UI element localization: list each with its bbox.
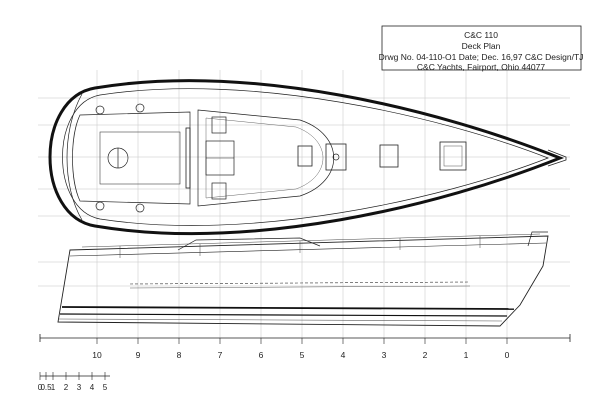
station-label: 9: [136, 350, 141, 360]
station-label: 0: [505, 350, 510, 360]
station-label: 1: [464, 350, 469, 360]
scale-label: 4: [90, 383, 95, 392]
cabin-house-inner: [205, 117, 324, 199]
scale-label: 2: [64, 383, 69, 392]
hatch-forward-small: [379, 144, 399, 168]
title-builder: C&C Yachts, Fairport, Ohio 44077: [417, 62, 545, 72]
station-label: 10: [92, 350, 102, 360]
hatch-forepeak-inner: [443, 145, 463, 167]
station-label: 5: [300, 350, 305, 360]
cabin-stbd-window: [211, 182, 227, 200]
scale-label: 1: [51, 383, 56, 392]
station-label: 7: [218, 350, 223, 360]
title-drawing-info: Drwg No. 04-110-O1 Date; Dec. 16,97 C&C …: [379, 52, 584, 62]
title-boat-name: C&C 110: [464, 30, 498, 40]
scale-label: 0: [38, 383, 43, 392]
winch-port-fwd: [135, 103, 145, 113]
station-label: 6: [259, 350, 264, 360]
plan-view: [48, 79, 567, 235]
cockpit-outline: [72, 111, 191, 205]
hull-port-line: [129, 285, 471, 289]
winch-stbd-aft: [95, 201, 105, 211]
scale-label: 3: [77, 383, 82, 392]
hull-port-line: [129, 281, 471, 285]
scale-label: 0.5: [40, 383, 52, 392]
boot-stripe-2: [58, 318, 503, 322]
hatch-mast-area: [325, 143, 347, 171]
title-block: C&C 110 Deck Plan Drwg No. 04-110-O1 Dat…: [379, 25, 584, 72]
mast-step: [332, 153, 340, 161]
cockpit-sole: [99, 131, 181, 185]
toerail-inner-line: [62, 88, 549, 226]
bow-fitting: [547, 149, 567, 167]
winch-stbd-fwd: [135, 203, 145, 213]
hull-profile: [57, 235, 549, 327]
station-label: 2: [423, 350, 428, 360]
stanchion-rail: [81, 233, 541, 248]
scale-label: 5: [103, 383, 108, 392]
profile-view: [57, 231, 549, 327]
title-block-frame: [381, 25, 582, 71]
boot-stripe-1: [59, 313, 508, 317]
cabin-house: [197, 109, 335, 207]
title-sheet-name: Deck Plan: [462, 41, 501, 51]
hull-deck-outline: [48, 79, 565, 235]
bow-pulpit: [527, 231, 548, 247]
cabin-port-window: [211, 116, 227, 134]
winch-port-aft: [95, 105, 105, 115]
sheer-line: [69, 242, 547, 257]
waterline-stripe: [61, 306, 515, 310]
station-label: 4: [341, 350, 346, 360]
cabin-profile: [177, 237, 321, 251]
station-label: 3: [382, 350, 387, 360]
hatch-forepeak: [439, 141, 467, 171]
reference-grid: [38, 70, 570, 338]
hatch-cabin-top: [297, 145, 313, 167]
station-label: 8: [177, 350, 182, 360]
mainsheet-traveler: [185, 127, 191, 189]
transom-line: [66, 93, 83, 221]
